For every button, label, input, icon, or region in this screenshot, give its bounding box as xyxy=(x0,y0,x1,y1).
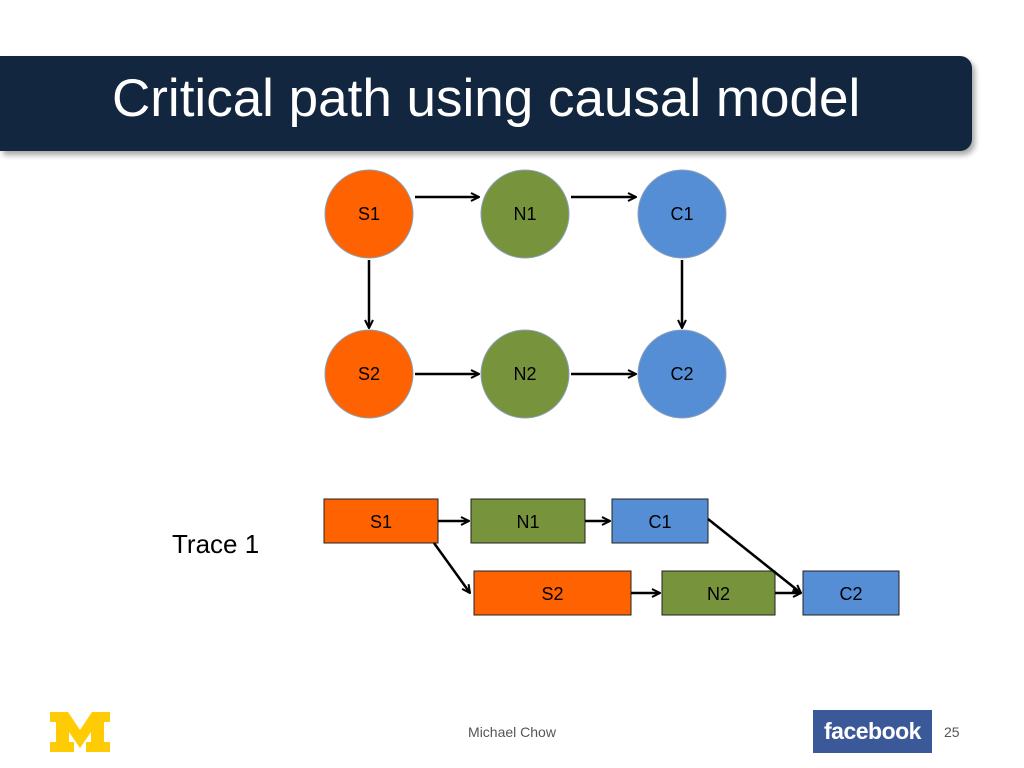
node-circle xyxy=(480,329,570,419)
node-label: C2 xyxy=(670,364,693,384)
node-n2: N2 xyxy=(480,329,570,419)
block-m-shape xyxy=(50,712,110,752)
segment-box xyxy=(611,498,709,544)
node-circle xyxy=(324,329,414,419)
node-circle xyxy=(324,169,414,259)
node-s2: S2 xyxy=(324,329,414,419)
node-c1: C1 xyxy=(637,169,727,259)
trace-edge-c1-c2 xyxy=(707,518,801,593)
block-m-logo xyxy=(50,712,110,752)
trace-segment-s1: S1 xyxy=(323,498,439,544)
segment-label: S2 xyxy=(541,584,563,604)
footer-author: Michael Chow xyxy=(468,724,556,740)
trace-label: Trace 1 xyxy=(172,529,260,559)
segment-box xyxy=(661,570,776,616)
trace-segment-c2: C2 xyxy=(802,570,900,616)
trace-segment-s2: S2 xyxy=(473,570,632,616)
trace-segment-n2: N2 xyxy=(661,570,776,616)
segment-label: C1 xyxy=(648,512,671,532)
node-label: S1 xyxy=(358,204,380,224)
trace-segment-n1: N1 xyxy=(470,498,586,544)
page-number: 25 xyxy=(944,724,960,740)
facebook-logo: facebook xyxy=(813,710,932,753)
segment-box xyxy=(473,570,632,616)
node-label: C1 xyxy=(670,204,693,224)
node-circle xyxy=(480,169,570,259)
facebook-wordmark: facebook xyxy=(824,718,921,744)
trace-edges xyxy=(432,518,801,593)
trace-edge-s1-s2 xyxy=(432,542,470,593)
node-n1: N1 xyxy=(480,169,570,259)
node-label: S2 xyxy=(358,364,380,384)
segment-label: N2 xyxy=(707,584,730,604)
node-circle xyxy=(637,169,727,259)
segment-label: S1 xyxy=(370,512,392,532)
node-s1: S1 xyxy=(324,169,414,259)
node-c2: C2 xyxy=(637,329,727,419)
node-label: N2 xyxy=(513,364,536,384)
segment-box xyxy=(802,570,900,616)
node-label: N1 xyxy=(513,204,536,224)
segment-label: C2 xyxy=(839,584,862,604)
slide-title: Critical path using causal model xyxy=(112,69,861,128)
title-bar xyxy=(0,56,972,151)
node-circle xyxy=(637,329,727,419)
trace-segment-c1: C1 xyxy=(611,498,709,544)
segment-label: N1 xyxy=(516,512,539,532)
model-edges xyxy=(369,197,682,374)
